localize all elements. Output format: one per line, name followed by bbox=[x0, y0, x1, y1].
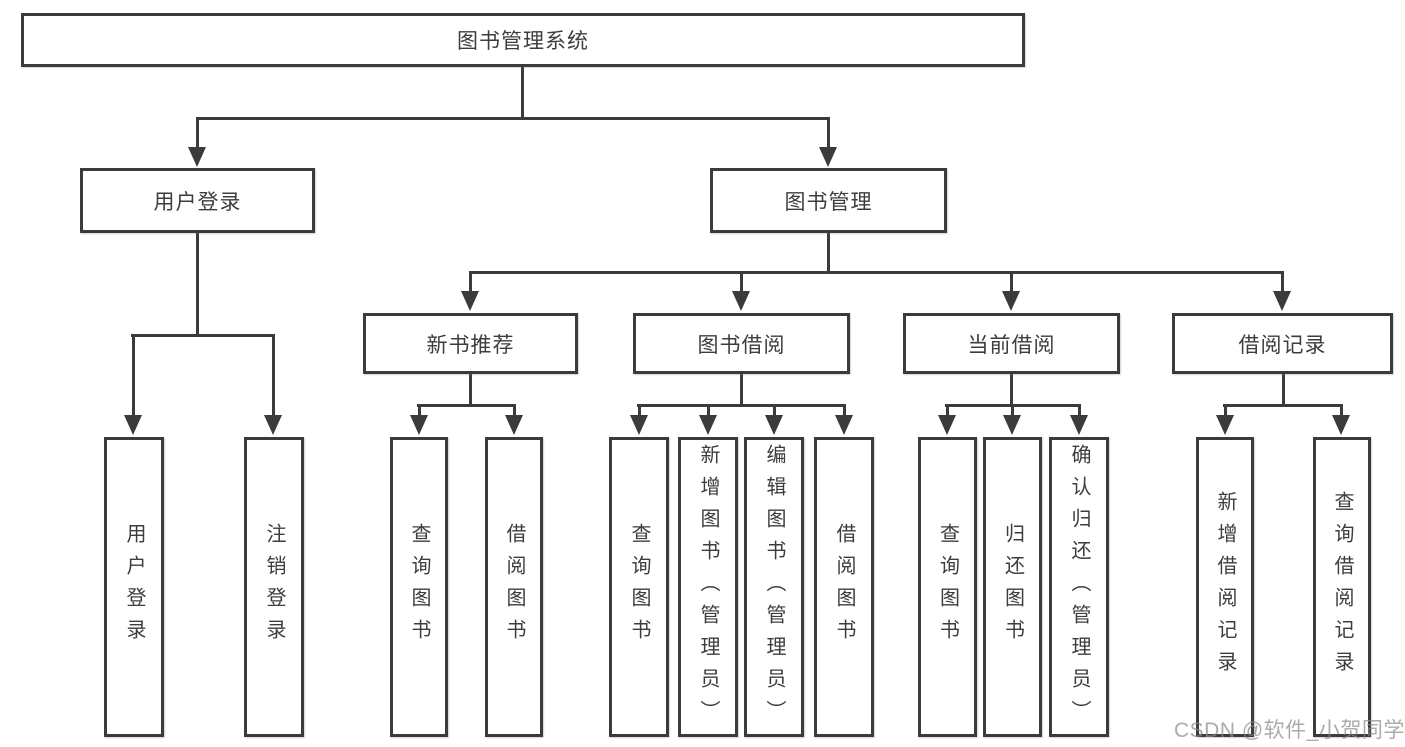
connector-arrow-current-borrow bbox=[1002, 273, 1020, 311]
arrow-down-icon bbox=[1070, 415, 1088, 435]
arrow-down-icon bbox=[819, 147, 837, 167]
connector-arrow-leaf-user-login bbox=[124, 336, 142, 435]
node-current-borrow: 当前借阅 bbox=[903, 313, 1120, 374]
leaf-current-return-books: 归还图书 bbox=[983, 437, 1042, 737]
connector-arrow-cb-confirm bbox=[1070, 406, 1088, 435]
leaf-borrow-edit-books-admin: 编辑图书（管理员） bbox=[744, 437, 804, 737]
connector-arrow-bb-edit bbox=[765, 406, 783, 435]
connector-bookborrow-stem bbox=[740, 374, 743, 407]
arrow-down-icon bbox=[938, 415, 956, 435]
connector-arrow-newbook-borrow bbox=[505, 406, 523, 435]
arrow-down-icon bbox=[1002, 291, 1020, 311]
arrow-down-icon bbox=[188, 147, 206, 167]
leaf-user-login: 用户登录 bbox=[104, 437, 164, 737]
leaf-newbook-borrow-books: 借阅图书 bbox=[485, 437, 543, 737]
connector-newbook-bar bbox=[417, 404, 516, 407]
leaf-current-confirm-return-admin: 确认归还（管理员） bbox=[1049, 437, 1109, 737]
connector-userlogin-bar bbox=[131, 334, 275, 337]
connector-arrow-book-borrow bbox=[732, 273, 750, 311]
arrow-down-icon bbox=[630, 415, 648, 435]
node-new-book-recommend: 新书推荐 bbox=[363, 313, 578, 374]
leaf-records-add-record: 新增借阅记录 bbox=[1196, 437, 1254, 737]
leaf-records-query-record: 查询借阅记录 bbox=[1313, 437, 1371, 737]
node-book-management: 图书管理 bbox=[710, 168, 947, 233]
connector-arrow-user-login bbox=[188, 119, 206, 167]
leaf-logout: 注销登录 bbox=[244, 437, 304, 737]
arrow-down-icon bbox=[410, 415, 428, 435]
connector-currentborrow-stem bbox=[1010, 374, 1013, 407]
arrow-down-icon bbox=[1273, 291, 1291, 311]
connector-userlogin-stem bbox=[196, 233, 199, 337]
connector-arrow-borrow-records bbox=[1273, 273, 1291, 311]
connector-arrow-bb-borrow bbox=[835, 406, 853, 435]
leaf-current-query-books: 查询图书 bbox=[918, 437, 977, 737]
leaf-newbook-query-books: 查询图书 bbox=[390, 437, 448, 737]
connector-currentborrow-bar bbox=[945, 404, 1081, 407]
arrow-down-icon bbox=[264, 415, 282, 435]
leaf-borrow-add-books-admin: 新增图书（管理员） bbox=[678, 437, 738, 737]
leaf-borrow-borrow-books: 借阅图书 bbox=[814, 437, 874, 737]
connector-arrow-cb-query bbox=[938, 406, 956, 435]
arrow-down-icon bbox=[1216, 415, 1234, 435]
leaf-borrow-query-books: 查询图书 bbox=[609, 437, 669, 737]
arrow-down-icon bbox=[505, 415, 523, 435]
connector-arrow-bb-add bbox=[699, 406, 717, 435]
arrow-down-icon bbox=[1332, 415, 1350, 435]
arrow-down-icon bbox=[699, 415, 717, 435]
connector-arrow-new-book-recommend bbox=[461, 273, 479, 311]
connector-records-stem bbox=[1282, 374, 1285, 407]
arrow-down-icon bbox=[835, 415, 853, 435]
connector-arrow-rec-query bbox=[1332, 406, 1350, 435]
connector-records-bar bbox=[1223, 404, 1343, 407]
csdn-watermark: CSDN @软件_小贺同学 bbox=[1174, 719, 1405, 742]
connector-arrow-cb-return bbox=[1003, 406, 1021, 435]
connector-arrow-book-management bbox=[819, 119, 837, 167]
arrow-down-icon bbox=[765, 415, 783, 435]
connector-root-stem bbox=[521, 66, 524, 119]
arrow-down-icon bbox=[461, 291, 479, 311]
arrow-down-icon bbox=[124, 415, 142, 435]
connector-root-bar bbox=[196, 117, 830, 120]
node-user-login: 用户登录 bbox=[80, 168, 315, 233]
connector-arrow-bb-query bbox=[630, 406, 648, 435]
connector-newbook-stem bbox=[469, 374, 472, 407]
connector-bookborrow-bar bbox=[637, 404, 846, 407]
arrow-down-icon bbox=[732, 291, 750, 311]
connector-bookmgmt-bar bbox=[469, 271, 1284, 274]
node-book-borrow: 图书借阅 bbox=[633, 313, 850, 374]
arrow-down-icon bbox=[1003, 415, 1021, 435]
connector-bookmgmt-stem bbox=[827, 233, 830, 274]
connector-arrow-newbook-query bbox=[410, 406, 428, 435]
connector-arrow-rec-add bbox=[1216, 406, 1234, 435]
connector-arrow-leaf-logout bbox=[264, 336, 282, 435]
node-borrow-records: 借阅记录 bbox=[1172, 313, 1393, 374]
node-library-system-root: 图书管理系统 bbox=[21, 13, 1025, 67]
